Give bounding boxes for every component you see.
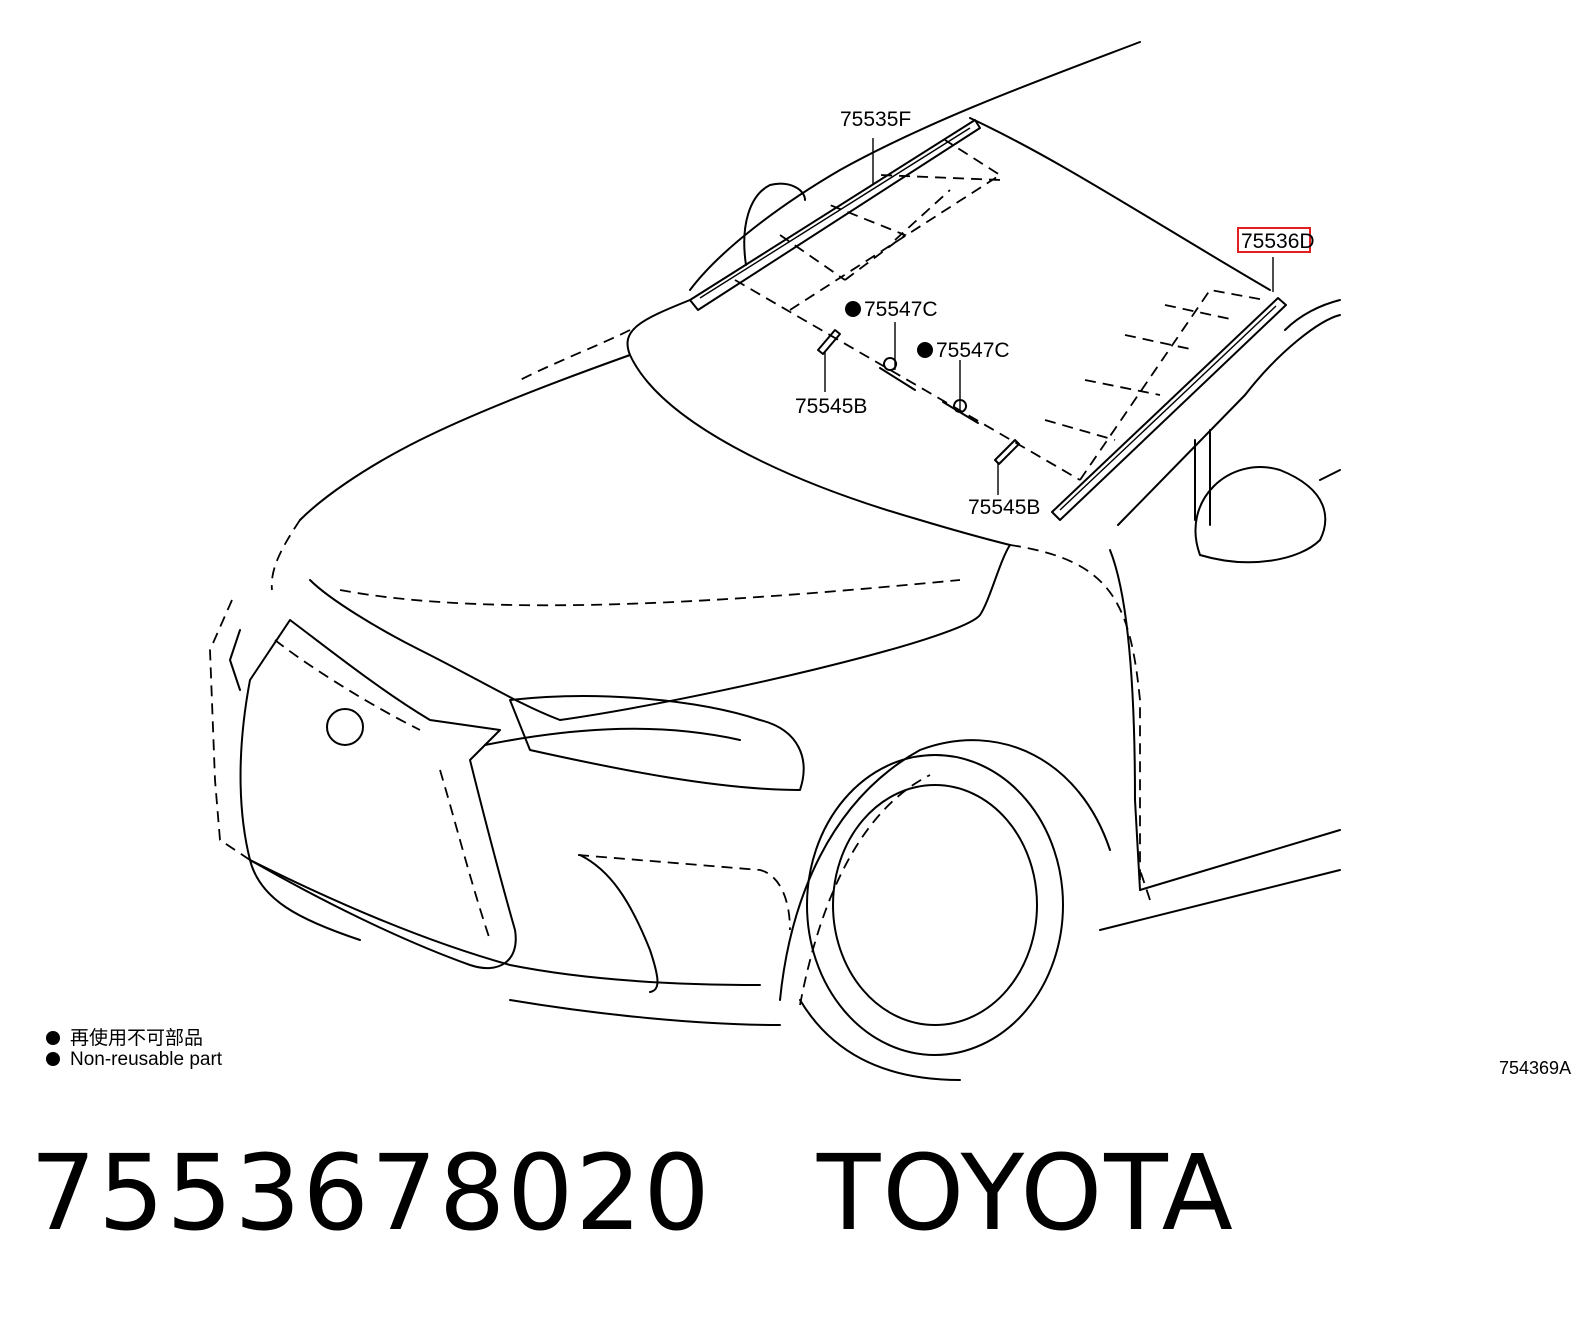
- callout-75547C-lower: 75547C: [936, 339, 1010, 362]
- drawing-code: 754369A: [1499, 1058, 1572, 1078]
- part-number: 7553678020: [30, 1132, 712, 1254]
- callout-75536D: 75536D: [1241, 230, 1315, 253]
- callout-75545B-lower: 75545B: [968, 496, 1040, 519]
- legend-text-english: Non-reusable part: [70, 1049, 223, 1070]
- callout-75535F: 75535F: [840, 108, 911, 131]
- non-reusable-marker-icon: [845, 301, 861, 317]
- highlight-box: [1237, 227, 1311, 253]
- non-reusable-marker-icon: [917, 342, 933, 358]
- filled-circle-icon: [46, 1031, 60, 1045]
- brand-name: TOYOTA: [816, 1132, 1235, 1254]
- legend-text-japanese: 再使用不可部品: [70, 1028, 204, 1049]
- callout-75547C-upper: 75547C: [864, 298, 938, 321]
- legend-line-english: Non-reusable part: [46, 1049, 222, 1071]
- legend-line-japanese: 再使用不可部品: [46, 1023, 203, 1050]
- callout-75545B-upper: 75545B: [795, 395, 867, 418]
- caption: 7553678020 TOYOTA: [30, 1132, 1235, 1254]
- filled-circle-icon: [46, 1052, 60, 1066]
